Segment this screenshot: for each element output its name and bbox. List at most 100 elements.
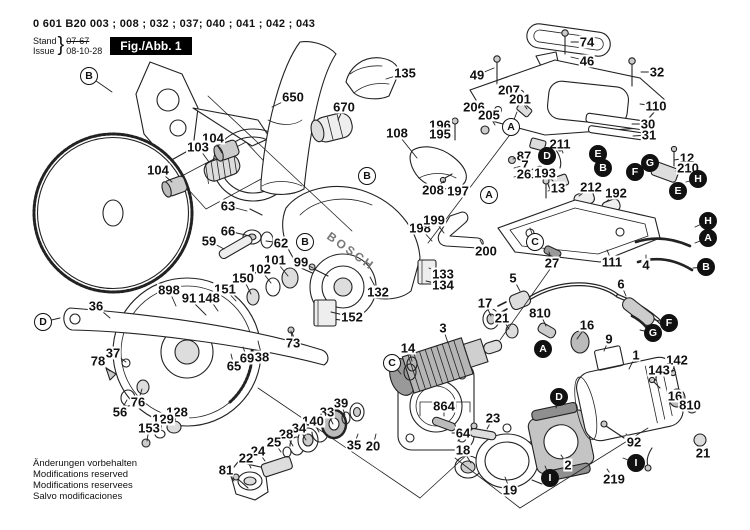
- part-label-205: 205: [477, 107, 501, 123]
- part-label-133: 133: [431, 266, 455, 282]
- part-label-65: 65: [225, 358, 243, 374]
- upper-bracket-shape: [135, 61, 199, 163]
- part-label-104: 104: [146, 162, 170, 178]
- part-label-150: 150: [231, 270, 255, 286]
- part-label-201: 201: [508, 91, 532, 107]
- connector-badge-D: D: [34, 313, 52, 331]
- connector-badge-A: A: [699, 229, 717, 247]
- part-label-111: 111: [600, 254, 624, 270]
- connector-badge-B: B: [594, 159, 612, 177]
- armature-shape: [389, 337, 503, 396]
- part-label-66: 66: [219, 223, 237, 239]
- part-label-134: 134: [431, 277, 455, 293]
- part-label-135: 135: [393, 65, 417, 81]
- part-label-13: 13: [549, 180, 567, 196]
- part-label-2: 2: [563, 457, 573, 473]
- part-label-73: 73: [284, 335, 302, 351]
- part-label-143: 143: [647, 362, 671, 378]
- part-label-92: 92: [625, 434, 643, 450]
- part-label-4: 4: [641, 257, 651, 273]
- saw-blade-shape: [32, 132, 194, 294]
- part-label-35: 35: [345, 437, 363, 453]
- modifications-note: Änderungen vorbehalten Modifications res…: [33, 458, 137, 502]
- note-line-es: Salvo modificaciones: [33, 491, 123, 502]
- part-label-650: 650: [281, 89, 305, 105]
- part-label-21: 21: [493, 310, 511, 326]
- connector-badge-F: F: [660, 314, 678, 332]
- issue-value: 08-10-28: [66, 45, 103, 56]
- part-label-3: 3: [438, 320, 448, 336]
- part-label-25: 25: [265, 434, 283, 450]
- part-label-39: 39: [332, 395, 350, 411]
- connector-badge-C: C: [383, 354, 401, 372]
- connector-badge-G: G: [644, 324, 662, 342]
- part-label-195: 195: [428, 126, 452, 142]
- part-label-810: 810: [528, 305, 552, 321]
- connector-badge-I: I: [541, 469, 559, 487]
- part-label-63: 63: [219, 198, 237, 214]
- title-block: 0 601 B20 003 ; 008 ; 032 ; 037; 040 ; 0…: [33, 18, 315, 57]
- connector-badge-D: D: [550, 388, 568, 406]
- dust-chute-shape: [260, 41, 337, 195]
- part-label-19: 19: [501, 482, 519, 498]
- connector-badge-C: C: [526, 233, 544, 251]
- part-label-34: 34: [290, 420, 308, 436]
- note-line-de: Änderungen vorbehalten: [33, 458, 138, 469]
- part-label-1: 1: [631, 347, 641, 363]
- part-label-142: 142: [665, 352, 689, 368]
- part-label-132: 132: [366, 284, 390, 300]
- brace-glyph: }: [57, 34, 65, 56]
- part-label-91: 91: [180, 290, 198, 306]
- part-label-27: 27: [543, 255, 561, 271]
- part-label-208: 208: [421, 182, 445, 198]
- part-label-192: 192: [604, 185, 628, 201]
- part-label-64: 64: [454, 425, 472, 441]
- connector-badge-A: A: [502, 118, 520, 136]
- part-label-20: 20: [364, 438, 382, 454]
- part-label-56: 56: [111, 404, 129, 420]
- part-label-110: 110: [644, 98, 668, 114]
- part-label-59: 59: [200, 233, 218, 249]
- part-label-62: 62: [272, 235, 290, 251]
- part-label-14: 14: [399, 340, 417, 356]
- part-label-670: 670: [332, 99, 356, 115]
- note-line-fr: Modifications reservees: [33, 480, 133, 491]
- connector-badge-A: A: [480, 186, 498, 204]
- part-label-108: 108: [385, 125, 409, 141]
- part-label-199: 199: [422, 212, 446, 228]
- figure-number-badge: Fig./Abb. 1: [110, 36, 192, 55]
- part-label-74: 74: [578, 34, 596, 50]
- part-label-200: 200: [474, 243, 498, 259]
- connector-badge-G: G: [641, 154, 659, 172]
- connector-badge-E: E: [669, 182, 687, 200]
- part-label-211: 211: [548, 136, 572, 152]
- part-label-898: 898: [157, 282, 181, 298]
- part-label-103: 103: [186, 139, 210, 155]
- part-label-81: 81: [217, 462, 235, 478]
- part-label-78: 78: [89, 353, 107, 369]
- part-label-69: 69: [238, 350, 256, 366]
- issue-label: Issue: [33, 45, 55, 56]
- connector-badge-H: H: [699, 212, 717, 230]
- part-label-31: 31: [640, 127, 658, 143]
- connector-badge-I: I: [627, 454, 645, 472]
- part-label-219: 219: [602, 471, 626, 487]
- part-label-193: 193: [533, 165, 557, 181]
- part-label-18: 18: [454, 442, 472, 458]
- connector-badge-H: H: [689, 170, 707, 188]
- part-label-12: 12: [678, 150, 696, 166]
- base-plate-shape: [469, 59, 666, 136]
- part-label-212: 212: [579, 179, 603, 195]
- connector-badge-B: B: [80, 67, 98, 85]
- part-label-148: 148: [197, 290, 221, 306]
- part-label-17: 17: [476, 295, 494, 311]
- part-label-99: 99: [292, 254, 310, 270]
- part-label-197: 197: [446, 183, 470, 199]
- connector-badge-E: E: [589, 145, 607, 163]
- carry-handle-shape: [526, 23, 611, 57]
- stand-label: Stand: [33, 35, 57, 46]
- part-label-76: 76: [129, 394, 147, 410]
- part-label-21: 21: [694, 445, 712, 461]
- part-label-152: 152: [340, 309, 364, 325]
- part-label-22: 22: [237, 450, 255, 466]
